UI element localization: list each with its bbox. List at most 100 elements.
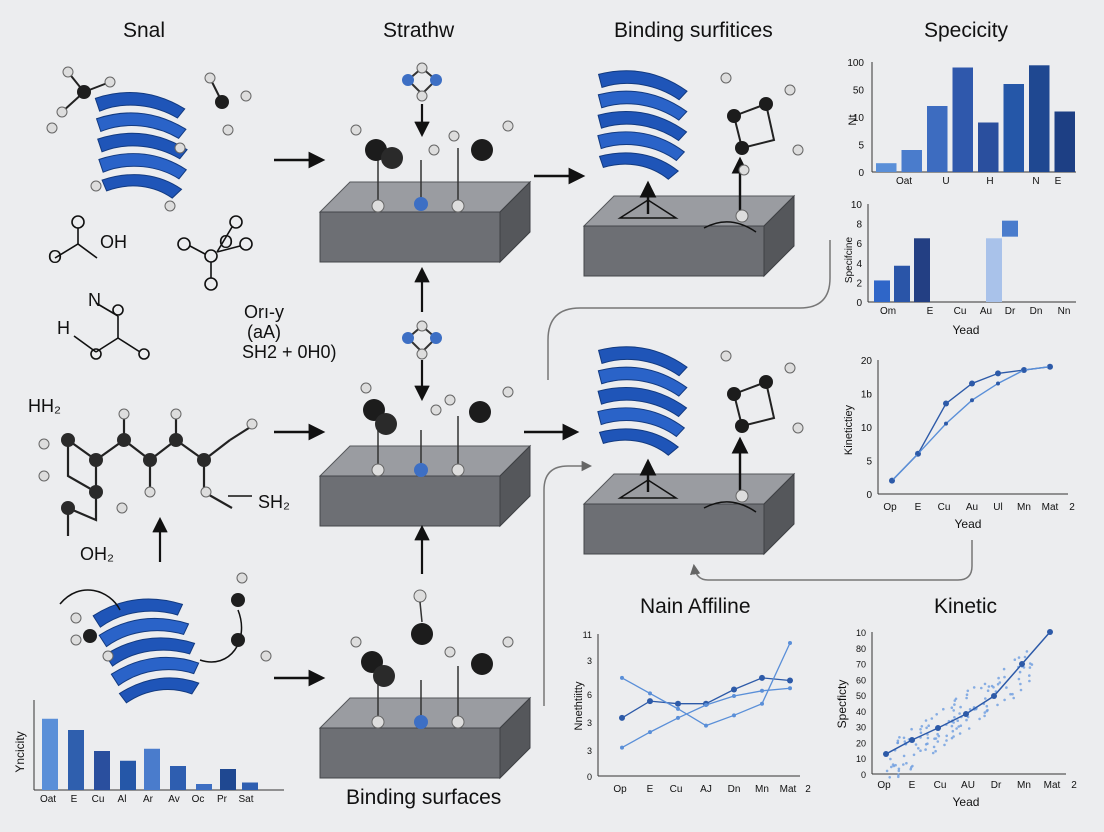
x-tick-label: AJ — [700, 784, 712, 795]
data-point — [732, 693, 736, 698]
scatter-dot — [997, 676, 1000, 680]
y-tick-label: 10 — [851, 200, 863, 211]
scatter-dot — [945, 734, 948, 738]
x-tick-label: Dn — [1030, 306, 1043, 317]
data-point — [1048, 364, 1052, 369]
scatter-dot — [903, 740, 907, 743]
x-tick-label: E — [1055, 176, 1062, 187]
y-tick-label: 10 — [853, 113, 865, 124]
scatter-dot — [956, 719, 959, 722]
scatter-dot — [919, 731, 923, 734]
connector-up-right — [543, 460, 593, 706]
scatter-dot — [909, 767, 912, 771]
x-tick-label: Al — [118, 794, 127, 805]
scatter-dot — [927, 724, 930, 727]
protein-ribbon-top-left — [46, 66, 252, 212]
connector-kinetic-loop — [689, 540, 973, 581]
y-tick-label: 0 — [587, 772, 592, 782]
heading-kinetic: Kinetic — [934, 595, 998, 618]
scatter-dot — [914, 743, 918, 746]
scatter-dot — [950, 724, 954, 728]
scatter-dot — [996, 703, 999, 707]
scatter-dot — [984, 697, 987, 700]
surface-slab-bottom — [319, 589, 531, 779]
bar — [914, 238, 930, 302]
chem-label-oh2: OH₂ — [80, 544, 114, 564]
data-point — [788, 686, 792, 691]
x-tick-label: Av — [168, 794, 180, 805]
x-tick-label: 2 — [1069, 502, 1075, 513]
scatter-dot — [1003, 698, 1006, 702]
data-point — [675, 700, 681, 707]
y-tick-label: 80 — [856, 644, 866, 654]
x-tick-label: Mat — [1044, 780, 1061, 791]
scatter-dot — [912, 753, 916, 757]
bar — [196, 784, 212, 790]
x-tick-label: Pr — [217, 794, 228, 805]
x-tick-label: Cu — [92, 794, 105, 805]
chem-label-hh2: HH₂ — [28, 396, 61, 416]
scatter-dot — [1019, 688, 1023, 692]
x-tick-label: AU — [961, 780, 975, 791]
x-tick-label: 2 — [805, 784, 811, 795]
x-tick-label: Op — [613, 784, 627, 795]
scatter-dot — [980, 686, 983, 690]
molecule-ring-top — [402, 62, 442, 102]
scatter-dot — [930, 717, 934, 720]
scatter-dot — [917, 747, 920, 750]
x-tick-label: Ar — [143, 794, 154, 805]
bar — [1003, 84, 1024, 172]
scatter-dot — [1013, 658, 1017, 661]
scatter-dot — [1009, 692, 1012, 696]
scatter-dot — [932, 745, 936, 749]
data-point — [731, 686, 737, 693]
surface-slab-middle — [319, 382, 531, 527]
y-tick-label: 0 — [858, 168, 864, 179]
x-tick-label: H — [986, 176, 993, 187]
data-point — [996, 381, 1000, 386]
y-tick-label: 10 — [856, 628, 866, 638]
y-tick-label: 1b — [861, 390, 873, 401]
scatter-dot — [986, 708, 989, 712]
bar — [42, 718, 58, 790]
y-tick-label: 4 — [856, 259, 862, 270]
x-tick-label: Cu — [954, 306, 967, 317]
y-tick-label: 0 — [856, 298, 862, 309]
x-tick-label: Mn — [1017, 502, 1031, 513]
bar — [1002, 220, 1018, 237]
trend-point — [883, 751, 889, 757]
data-point — [995, 370, 1001, 377]
data-point — [916, 451, 920, 456]
y-tick-label: 5 — [858, 141, 864, 152]
scatter-dot — [983, 714, 986, 718]
x-tick-label: U — [942, 176, 949, 187]
y-tick-label: 3 — [587, 718, 592, 728]
x-tick-label: Om — [880, 306, 896, 317]
bar — [901, 150, 922, 172]
scatter-dot — [936, 740, 940, 743]
data-point — [760, 701, 764, 706]
scatter-dot — [1011, 692, 1014, 696]
y-tick-label: 5 — [866, 457, 872, 468]
scatter-dot — [1005, 686, 1008, 689]
scatter-dot — [905, 761, 908, 765]
data-point — [648, 691, 652, 696]
x-tick-label: E — [647, 784, 654, 795]
molecule-carbamate — [73, 302, 150, 360]
scatter-dot — [966, 689, 970, 693]
x-tick-label: Mat — [1042, 502, 1059, 513]
y-tick-label: 11 — [583, 630, 592, 640]
data-point — [648, 730, 652, 735]
scatter-dot — [896, 741, 899, 745]
data-point — [1022, 368, 1026, 373]
x-tick-label: Dn — [728, 784, 741, 795]
bar — [876, 163, 897, 172]
y-tick-label: 0 — [861, 770, 866, 780]
scatter-dot — [945, 739, 948, 742]
x-tick-label: Au — [980, 306, 992, 317]
trend-point — [935, 725, 941, 731]
scatter-dot — [983, 711, 987, 714]
